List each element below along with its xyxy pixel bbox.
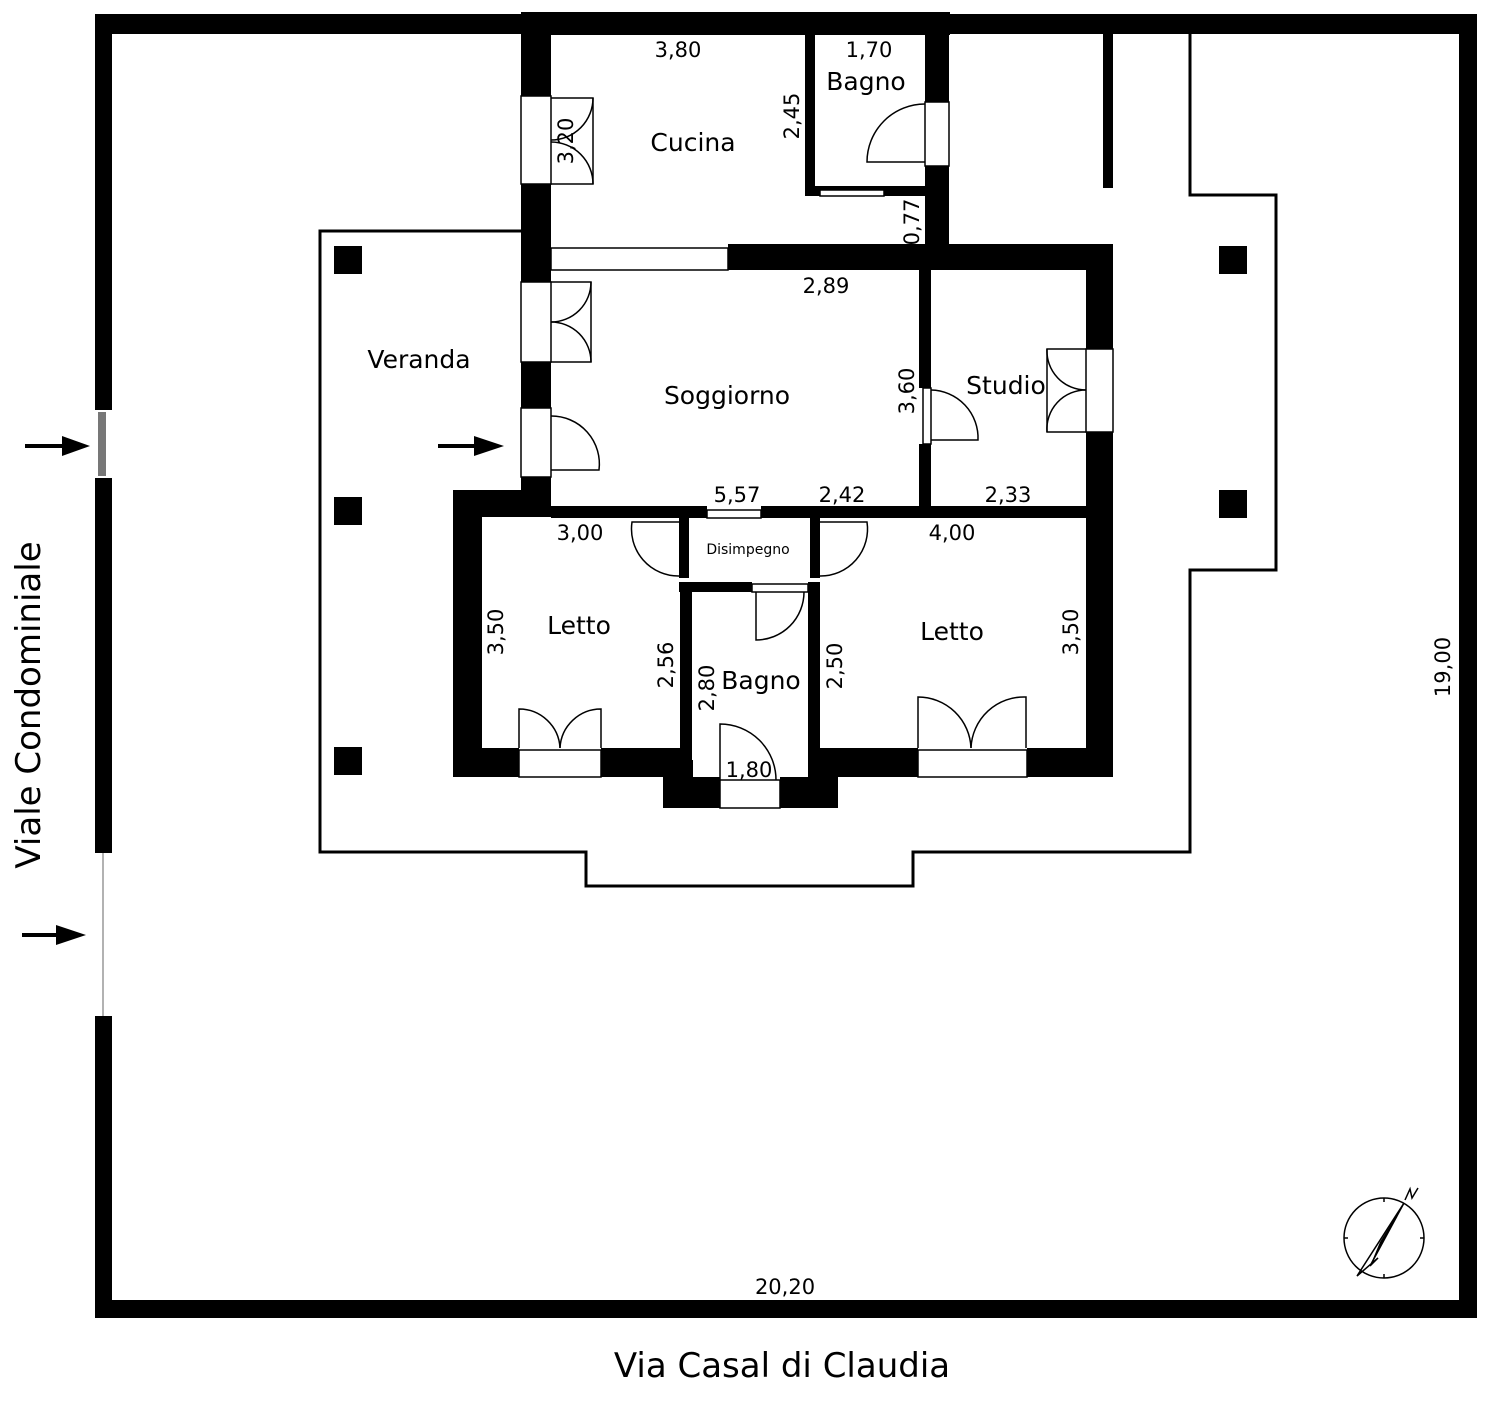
room-label-veranda: Veranda <box>367 345 470 374</box>
street-label-south: Via Casal di Claudia <box>614 1346 950 1386</box>
room-label-letto-left: Letto <box>547 611 611 640</box>
room-label-bagno-top: Bagno <box>826 67 905 96</box>
terrace-outline <box>318 34 1278 888</box>
room-label-letto-right: Letto <box>920 617 984 646</box>
dim-lot-height: 19,00 <box>1431 637 1455 697</box>
arrow-right-icon <box>22 925 86 945</box>
north-compass-icon <box>1343 1186 1425 1279</box>
dim-bagno-top-width: 1,70 <box>846 38 893 62</box>
lot-boundary <box>95 14 1477 1318</box>
dim-lot-width: 20,20 <box>755 1275 815 1299</box>
columns <box>334 246 1247 775</box>
doors <box>518 97 1087 781</box>
dim-letto-right-width: 4,00 <box>929 521 976 545</box>
room-label-studio: Studio <box>966 371 1046 400</box>
windows <box>518 95 1114 809</box>
dim-letto-left-width: 3,00 <box>557 521 604 545</box>
dim-letto-right-height: 3,50 <box>1059 609 1083 656</box>
dim-bagno-bottom-height: 2,80 <box>695 665 719 712</box>
dim-cucina-height: 3,20 <box>554 118 578 165</box>
dim-bagno-bottom-width: 1,80 <box>726 758 773 782</box>
dim-cucina-width: 3,80 <box>655 38 702 62</box>
dim-soggiorno-bottom: 2,42 <box>819 483 866 507</box>
room-label-disimpegno: Disimpegno <box>706 542 789 558</box>
house-walls <box>453 12 1113 808</box>
dim-soggiorno-width: 5,57 <box>714 483 761 507</box>
room-label-cucina: Cucina <box>650 128 735 157</box>
dim-bagno-top-height: 2,45 <box>780 93 804 140</box>
dim-letto-left-inner: 2,56 <box>654 642 678 689</box>
dim-letto-left-height: 3,50 <box>484 609 508 656</box>
dim-soggiorno-top: 2,89 <box>803 274 850 298</box>
arrow-right-icon <box>438 436 504 456</box>
dim-studio-width: 2,33 <box>985 483 1032 507</box>
dim-soggiorno-height: 3,60 <box>895 368 919 415</box>
room-label-soggiorno: Soggiorno <box>664 381 790 410</box>
dim-corridor-width: 0,77 <box>900 199 924 246</box>
arrow-right-icon <box>25 436 90 456</box>
room-label-bagno-bottom: Bagno <box>721 666 800 695</box>
dim-letto-right-inner: 2,50 <box>823 643 847 690</box>
street-label-west: Viale Condominiale <box>9 541 49 868</box>
